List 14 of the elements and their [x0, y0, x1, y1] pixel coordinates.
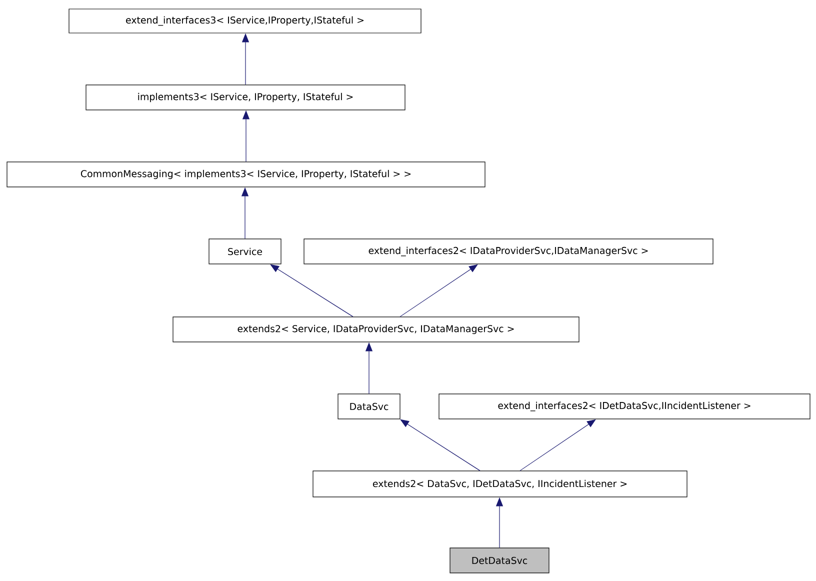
class-box: CommonMessaging< implements3< IService, IProperty, IStateful > >: [6, 162, 486, 188]
class-box: extends2< Service, IDataProviderSvc, IDataManagerSvc >: [172, 316, 580, 342]
class-box: DataSvc: [338, 394, 400, 420]
arrow: [270, 264, 354, 317]
class-box: extends2< DataSvc, IDetDataSvc, IIncidentListener >: [312, 470, 688, 498]
arrow: [400, 419, 480, 471]
class-box: extend_interfaces2< IDetDataSvc,IIncidentListener >: [438, 394, 810, 420]
class-box: Service: [208, 238, 282, 264]
arrow: [400, 264, 478, 317]
class-box: implements3< IService, IProperty, IStateful >: [86, 84, 406, 110]
arrow: [520, 419, 596, 471]
class-box: DetDataSvc: [450, 548, 550, 574]
class-box: extend_interfaces3< IService,IProperty,IStateful >: [68, 8, 422, 34]
class-box: extend_interfaces2< IDataProviderSvc,IDataManagerSvc >: [304, 238, 714, 264]
